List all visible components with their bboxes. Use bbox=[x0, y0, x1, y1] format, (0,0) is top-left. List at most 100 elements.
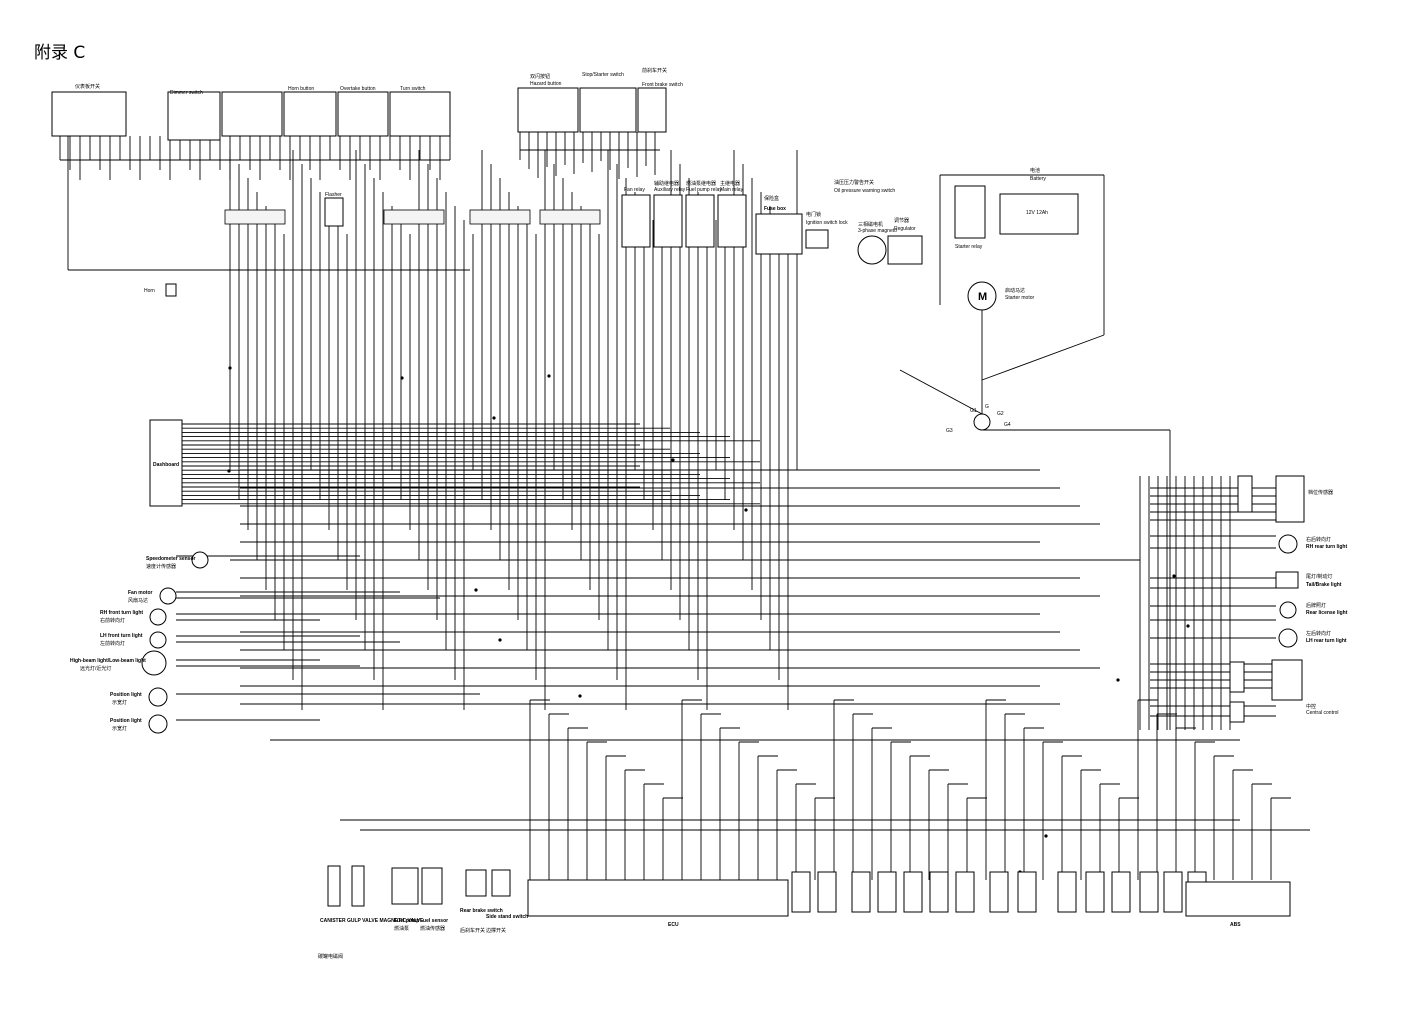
overtake-button-label: Overtake button bbox=[340, 86, 376, 92]
central-cn: 中控 bbox=[1306, 703, 1316, 710]
sensor-connector-diag bbox=[1085, 871, 1105, 913]
junction-dot bbox=[671, 458, 675, 462]
horn-button-block: Horn button bbox=[283, 86, 337, 137]
junction-dot bbox=[227, 469, 231, 473]
canister-en: CANISTER GULP VALVE MAGNETIC VALVE bbox=[320, 918, 424, 924]
connector-row bbox=[224, 209, 601, 225]
horn-button-label: Horn button bbox=[288, 86, 314, 92]
dimmer-switch-block: Dimmer switch bbox=[167, 90, 221, 141]
starter-motor-en: Starter motor bbox=[1005, 295, 1035, 301]
sensor-connector-temp bbox=[877, 871, 897, 913]
gear-sensor-cn: 档位传感器 bbox=[1308, 489, 1333, 496]
rh-rear-turn-light: 右后转向灯 RH rear turn light bbox=[1278, 534, 1347, 554]
dimmer-switch-label: Dimmer switch bbox=[170, 90, 203, 96]
ground-label-g4: G4 bbox=[1004, 422, 1011, 428]
page-title: 附录 C bbox=[34, 43, 86, 63]
sensor-connector-throttle bbox=[791, 871, 811, 913]
central-en: Central control bbox=[1306, 710, 1339, 716]
sensor-connector-lambda bbox=[955, 871, 975, 913]
battery-en: Battery bbox=[1030, 176, 1046, 182]
junction-dot bbox=[1116, 678, 1120, 682]
pos2-en: Position light bbox=[110, 718, 142, 724]
pos2-cn: 示宽灯 bbox=[112, 725, 127, 732]
position-light-1: Position light 示宽灯 bbox=[110, 687, 168, 707]
starter-motor-cn: 启动马达 bbox=[1005, 287, 1025, 294]
junction-dot bbox=[1044, 834, 1048, 838]
headlight-en: High-beam light/Low-beam light bbox=[70, 658, 146, 664]
sensor-connector-idle bbox=[989, 871, 1009, 913]
sensor-row bbox=[791, 871, 1207, 913]
sensor-connector-injector bbox=[929, 871, 949, 913]
horn-label: Horn bbox=[144, 288, 155, 294]
license-en: Rear license light bbox=[1306, 610, 1348, 616]
sensor-connector-intake bbox=[851, 871, 871, 913]
abs-module: ABS bbox=[1185, 881, 1291, 928]
aux-relay-cn: 辅助继电器 bbox=[654, 180, 679, 187]
sensor-connector-ignition-coil bbox=[1017, 871, 1037, 913]
fan-motor-cn: 风扇马达 bbox=[128, 597, 148, 604]
aux-relay-en: Auxiliary relay bbox=[654, 187, 686, 193]
lh-rear-en: LH rear turn light bbox=[1306, 638, 1347, 644]
sensor-connector-sensor bbox=[1057, 871, 1077, 913]
junction-dot bbox=[228, 366, 232, 370]
side-stand-en: Side stand switch bbox=[486, 914, 528, 920]
instrument-switch-label: 仪表板开关 bbox=[75, 83, 100, 90]
abs-label: ABS bbox=[1230, 922, 1241, 928]
ground-cable bbox=[899, 369, 983, 415]
side-stand-switch: Side stand switch 边撑开关 bbox=[486, 869, 528, 934]
junction-dot bbox=[578, 694, 582, 698]
fuel-sensor-en: Fuel sensor bbox=[420, 918, 448, 924]
junction-dot bbox=[744, 508, 748, 512]
junction-dot bbox=[400, 376, 404, 380]
fuse-box-en: Fuse box bbox=[764, 206, 786, 212]
fan-relay-label: Fan relay bbox=[624, 187, 645, 193]
ignition-en: Ignition switch lock bbox=[806, 220, 848, 226]
ecu-label: ECU bbox=[668, 922, 679, 928]
tail-en: Tail/Brake light bbox=[1306, 582, 1342, 588]
wire-layer bbox=[59, 132, 1310, 880]
speedo-cn: 速度计传感器 bbox=[146, 563, 176, 570]
rear-brake-switch: Rear brake switch 后刹车开关 bbox=[460, 869, 503, 934]
regulator: 调节器 Regulator bbox=[887, 217, 923, 265]
sensor-connector-tilt bbox=[1139, 871, 1159, 913]
fuel-pump-en: Fuel pump bbox=[394, 918, 419, 924]
canister-cn: 碳罐电磁阀 bbox=[318, 953, 343, 960]
junction-dot bbox=[1186, 624, 1190, 628]
turn-switch-block: Turn switch bbox=[389, 86, 451, 137]
horn: Horn bbox=[144, 283, 177, 297]
rh-front-cn: 右前转向灯 bbox=[100, 617, 125, 624]
speedometer-sensor: Speedometer sensor 速度计传感器 bbox=[146, 551, 209, 570]
central-control: 中控 Central control bbox=[1229, 659, 1339, 723]
rh-front-en: RH front turn light bbox=[100, 610, 143, 616]
lh-front-cn: 左前转向灯 bbox=[100, 640, 125, 647]
front-brake-switch-block: 前刹车开关 Front brake switch bbox=[637, 67, 683, 133]
lh-front-en: LH front turn light bbox=[100, 633, 143, 639]
fuel-relay-en: Fuel pump relay bbox=[686, 187, 722, 193]
ignition-switch: 电门锁 Ignition switch lock bbox=[805, 211, 848, 249]
battery-cable bbox=[981, 334, 1105, 381]
fuse-box: 保险盒 Fuse box bbox=[755, 195, 803, 255]
relay-group: Fan relay 辅助继电器 Auxiliary relay 燃油泵继电器 F… bbox=[621, 180, 747, 248]
headlight: High-beam light/Low-beam light 远光灯/近光灯 bbox=[70, 650, 167, 676]
flasher-label: Flasher bbox=[325, 192, 342, 198]
oil-switch-cn: 油压压力警告开关 bbox=[834, 179, 874, 186]
gear-position-sensor: 档位传感器 bbox=[1237, 475, 1333, 523]
side-stand-cn: 边撑开关 bbox=[486, 927, 506, 934]
magneto: 三相磁电机 3-phase magneto bbox=[857, 221, 897, 265]
oil-switch-en: Oil pressure warning switch bbox=[834, 188, 895, 194]
high-beam-switch-block bbox=[221, 91, 283, 137]
sensor-connector-crankshaft bbox=[903, 871, 923, 913]
fan-motor-en: Fan motor bbox=[128, 590, 152, 596]
starter-relay-label: Starter relay bbox=[955, 244, 983, 250]
fuel-pump-cn: 燃油泵 bbox=[394, 925, 409, 932]
ground-label-g3: G3 bbox=[946, 428, 953, 434]
starter-motor: M 启动马达 Starter motor bbox=[967, 281, 1035, 311]
junction-dot bbox=[492, 416, 496, 420]
rear-brake-en: Rear brake switch bbox=[460, 908, 503, 914]
tail-cn: 尾灯/制动灯 bbox=[1306, 573, 1332, 580]
rh-rear-cn: 右后转向灯 bbox=[1306, 536, 1331, 543]
main-relay-cn: 主继电器 bbox=[720, 180, 740, 187]
magneto-cn: 三相磁电机 bbox=[858, 221, 883, 228]
overtake-button-block: Overtake button bbox=[337, 86, 389, 137]
